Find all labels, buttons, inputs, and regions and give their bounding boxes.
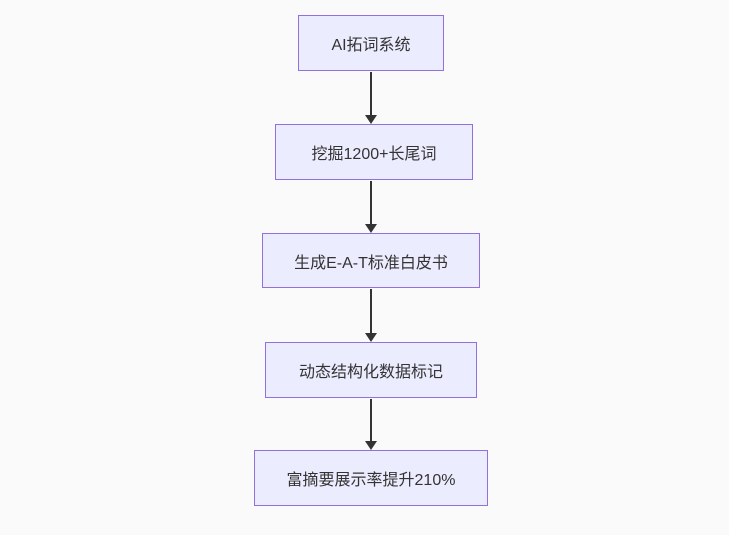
flowchart-node-ai-word-expansion: AI拓词系统 bbox=[298, 15, 444, 71]
flow-arrow-b-to-c bbox=[365, 181, 377, 233]
flow-arrow-a-to-b bbox=[365, 72, 377, 124]
node-label: 富摘要展示率提升210% bbox=[286, 472, 456, 489]
flowchart-node-eat-whitepaper: 生成E-A-T标准白皮书 bbox=[262, 233, 480, 288]
node-label: 挖掘1200+长尾词 bbox=[311, 146, 437, 163]
node-label: AI拓词系统 bbox=[331, 37, 411, 54]
node-label: 生成E-A-T标准白皮书 bbox=[294, 254, 448, 272]
flow-arrow-d-to-e bbox=[365, 399, 377, 450]
flowchart-node-rich-snippet-result: 富摘要展示率提升210% bbox=[254, 450, 488, 506]
flowchart-node-longtail-mining: 挖掘1200+长尾词 bbox=[275, 124, 473, 180]
flow-arrow-c-to-d bbox=[365, 289, 377, 342]
node-label: 动态结构化数据标记 bbox=[298, 364, 443, 381]
flowchart-node-structured-data-markup: 动态结构化数据标记 bbox=[265, 342, 477, 398]
